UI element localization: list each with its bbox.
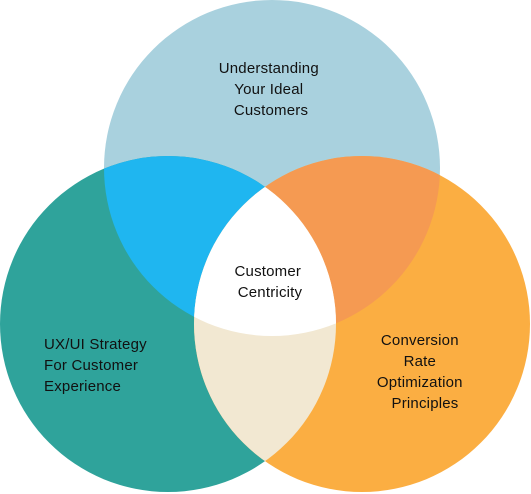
- right-label-line-2: Rate: [404, 353, 437, 370]
- top-label: Understanding Your Ideal Customers: [219, 60, 324, 119]
- right-label-line-1: Conversion: [381, 332, 459, 349]
- overlap-center: [194, 156, 336, 336]
- center-label: Customer Centricity: [235, 263, 306, 301]
- left-label: UX/UI Strategy For Customer Experience: [44, 336, 151, 395]
- left-label-line-2: For Customer: [44, 357, 138, 374]
- right-label-line-4: Principles: [391, 395, 458, 412]
- top-label-line-1: Understanding: [219, 60, 319, 77]
- left-label-line-1: UX/UI Strategy: [44, 336, 147, 353]
- top-label-line-2: Your Ideal: [234, 81, 303, 98]
- center-label-line-1: Customer: [235, 263, 302, 280]
- left-label-line-3: Experience: [44, 378, 121, 395]
- right-label-line-3: Optimization: [377, 374, 463, 391]
- center-label-line-2: Centricity: [238, 284, 303, 301]
- top-label-line-3: Customers: [234, 102, 308, 119]
- right-label: Conversion Rate Optimization Principles: [377, 332, 467, 412]
